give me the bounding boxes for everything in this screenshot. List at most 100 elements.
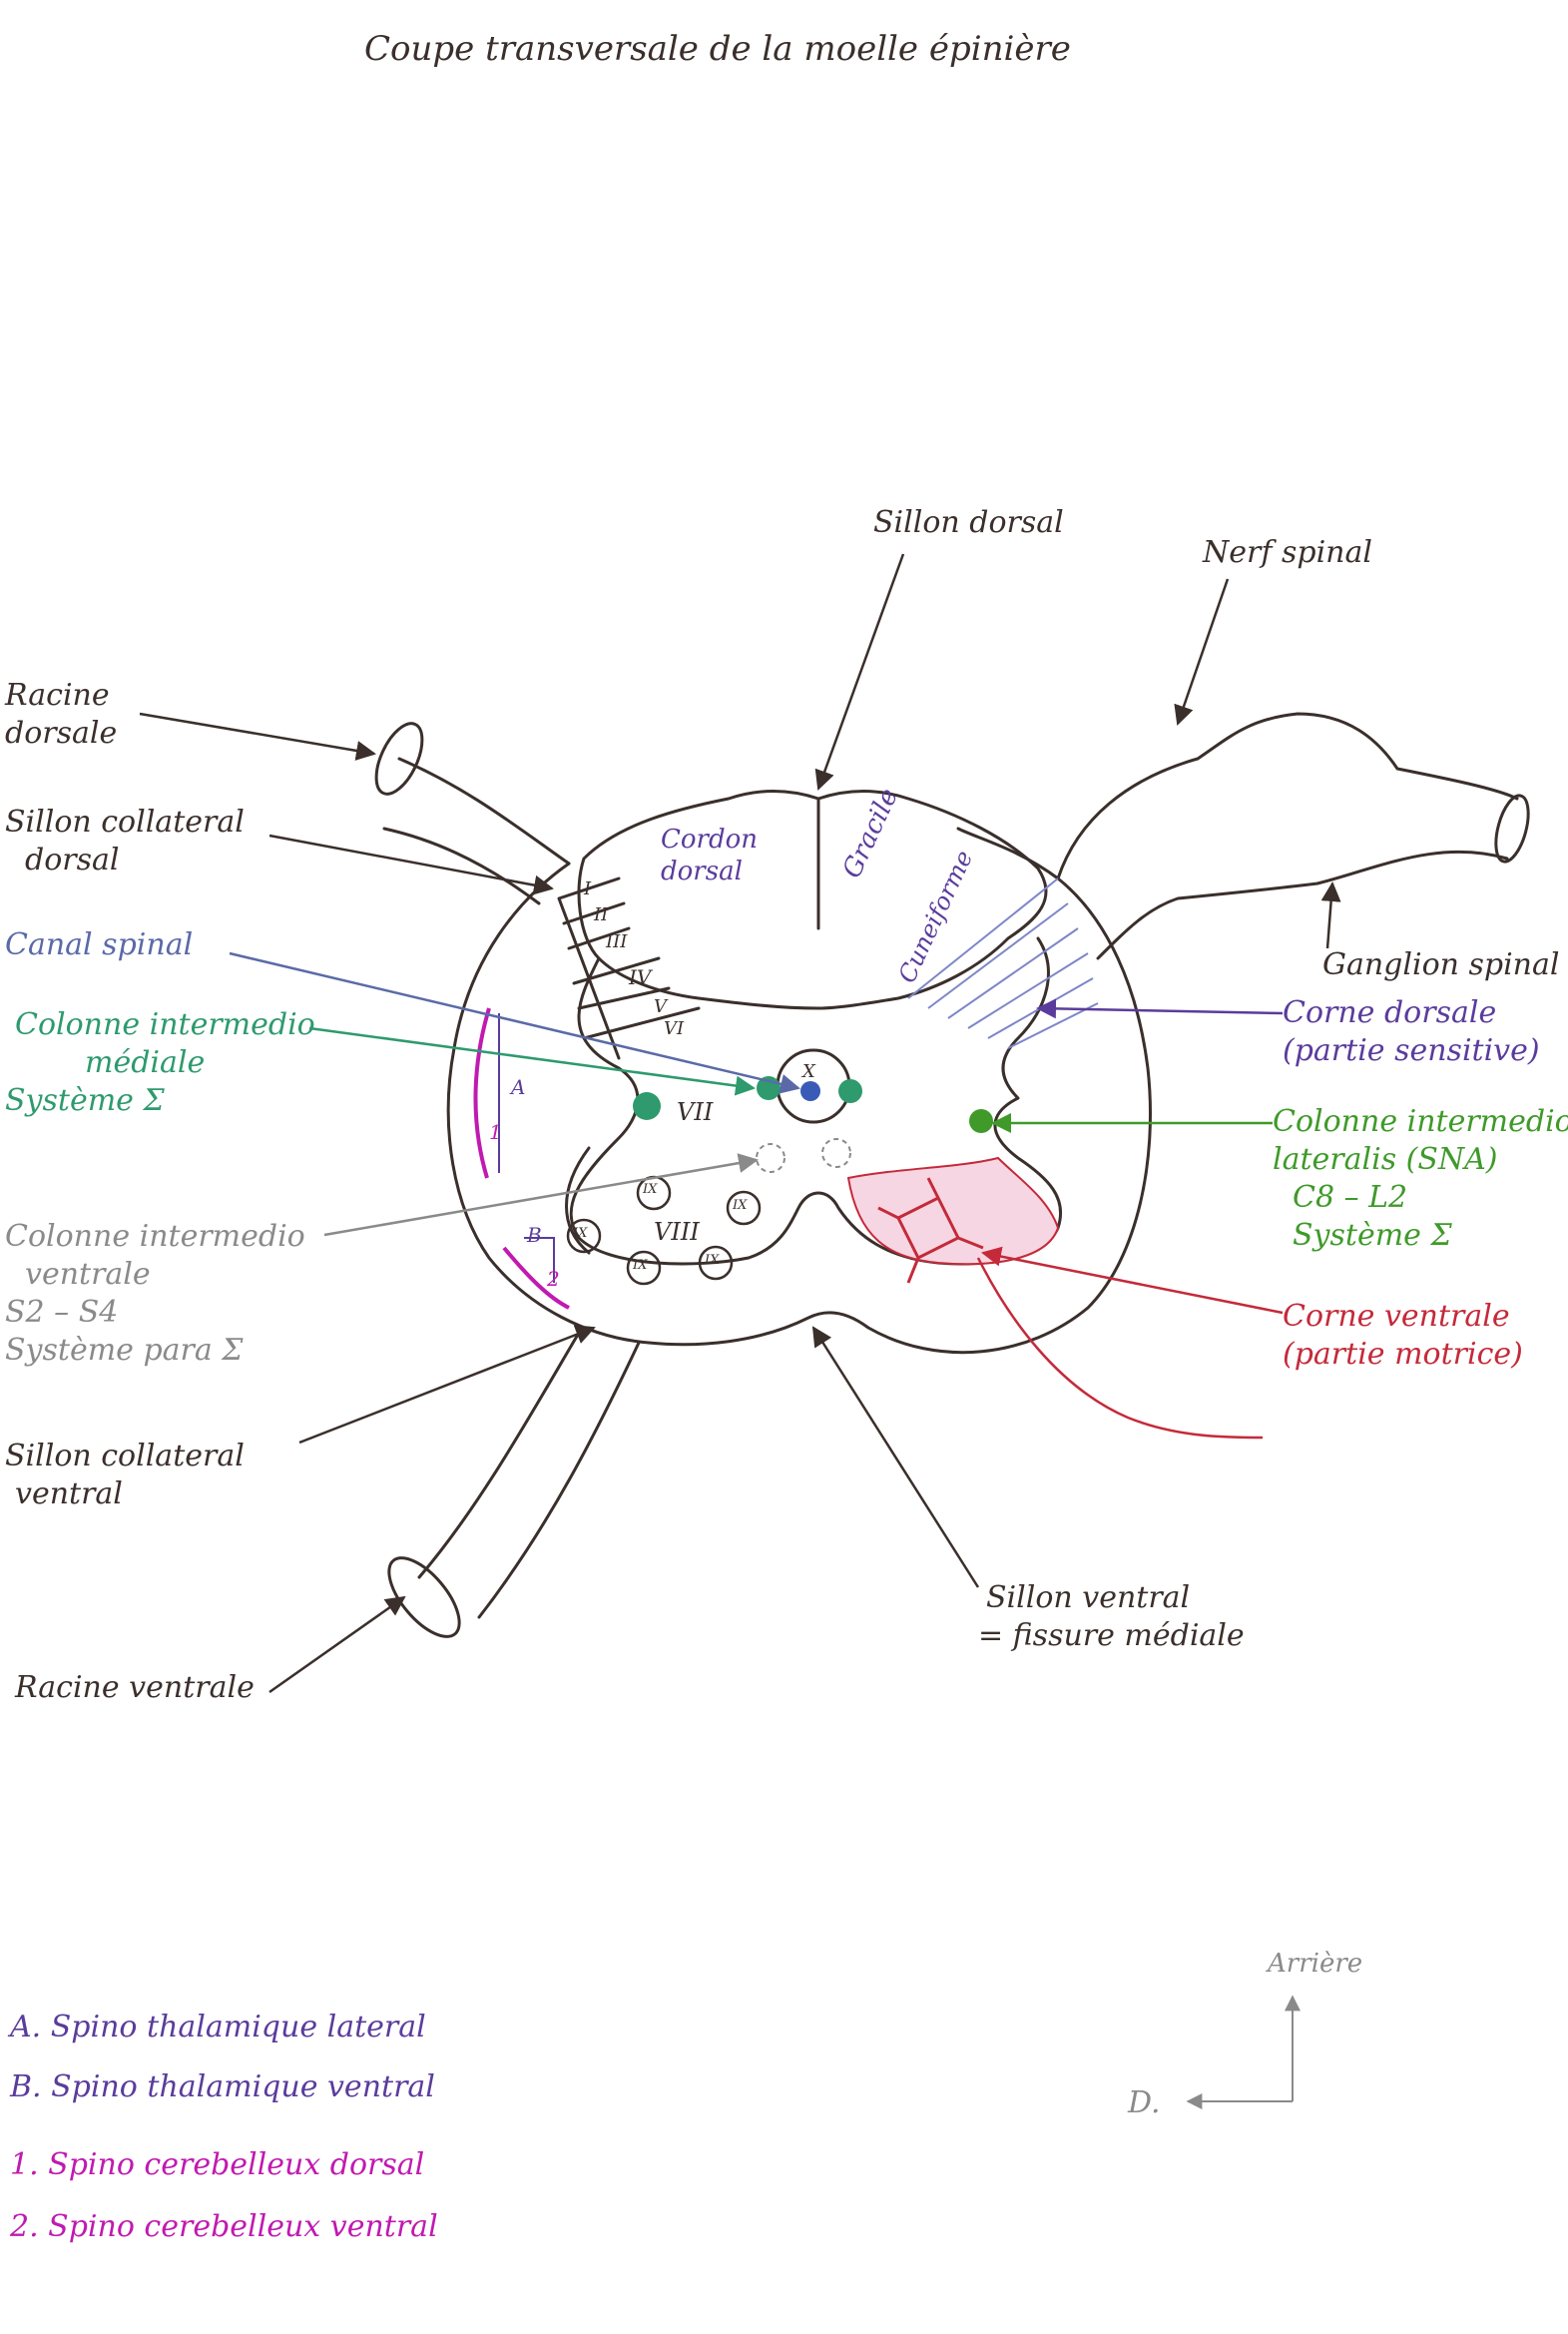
lamina-ix-label: IX bbox=[633, 1258, 648, 1273]
lamina-vii-label: VII bbox=[677, 1098, 714, 1126]
lamina-ix-circle bbox=[626, 1250, 662, 1286]
legend-b: B. Spino thalamique ventral bbox=[10, 2069, 435, 2104]
label-line: S2 – S4 bbox=[5, 1295, 119, 1330]
lamina-ix-label: IX bbox=[733, 1198, 748, 1213]
tract-1-arc bbox=[473, 1007, 491, 1179]
label-line: (partie sensitive) bbox=[1283, 1033, 1540, 1068]
label-racine-dorsale: Racine dorsale bbox=[5, 677, 117, 753]
ventral-root bbox=[417, 1331, 641, 1619]
label-colonne-intermedio-ventrale: Colonne intermedio ventrale S2 – S4 Syst… bbox=[5, 1218, 305, 1370]
intermedio-ventral-dot-right bbox=[821, 1138, 851, 1168]
lamina-v-label: V bbox=[654, 996, 667, 1017]
dorsal-horn-hatching bbox=[907, 877, 1099, 1049]
label-line: dorsal bbox=[25, 843, 120, 877]
intermedio-ventral-dot-left bbox=[756, 1143, 785, 1173]
tract-2-arc bbox=[502, 1246, 570, 1310]
lamina-ix-label: IX bbox=[705, 1253, 720, 1268]
label-line: Sillon collateral bbox=[5, 805, 245, 840]
dorsal-column-outline bbox=[577, 790, 1048, 1010]
legend-2: 2. Spino cerebelleux ventral bbox=[10, 2209, 438, 2244]
label-line: dorsale bbox=[5, 716, 118, 751]
label-line: Racine bbox=[5, 678, 110, 713]
arrow-racine-dorsale bbox=[139, 712, 376, 761]
label-nerf-spinal: Nerf spinal bbox=[1203, 535, 1372, 570]
tract-1-label: 1 bbox=[489, 1120, 502, 1144]
intermedio-medial-dot-center-right bbox=[838, 1079, 862, 1103]
lamina-ix-label: IX bbox=[573, 1226, 588, 1241]
intermedio-lateral-dot bbox=[969, 1109, 993, 1133]
label-sillon-dorsal: Sillon dorsal bbox=[873, 505, 1064, 540]
tract-2-label: 2 bbox=[547, 1267, 560, 1291]
lamina-ix-circle bbox=[566, 1218, 602, 1254]
arrow-nerf-spinal bbox=[1174, 578, 1230, 726]
arrow-sillon-collateral-ventral bbox=[298, 1325, 596, 1445]
ventral-horn-motor-area bbox=[846, 1156, 1060, 1266]
label-sillon-collateral-dorsal: Sillon collateral dorsal bbox=[5, 804, 245, 879]
label-line: Système Σ bbox=[1293, 1218, 1452, 1253]
lamina-ii-label: II bbox=[594, 904, 609, 925]
central-canal-dot bbox=[800, 1081, 820, 1101]
label-colonne-intermedio-mediale: Colonne intermedio médiale Système Σ bbox=[5, 1006, 315, 1120]
arrow-colonne-intermedio-mediale bbox=[308, 1026, 756, 1096]
dorsal-root bbox=[382, 757, 571, 905]
lamina-vi-label: VI bbox=[664, 1018, 685, 1039]
arrow-colonne-intermedio-ventrale bbox=[323, 1153, 759, 1237]
label-line: Colonne intermedio bbox=[5, 1219, 305, 1254]
arrow-sillon-collateral-dorsal bbox=[268, 834, 554, 895]
lamina-iv-label: IV bbox=[629, 965, 652, 989]
lamina-ix-label: IX bbox=[643, 1182, 658, 1197]
label-cordon-dorsal: Cordon dorsal bbox=[661, 824, 758, 887]
label-line: Colonne intermedio bbox=[1273, 1104, 1568, 1139]
label-line: = fissure médiale bbox=[978, 1618, 1245, 1653]
label-line: Corne dorsale bbox=[1283, 995, 1497, 1030]
label-line: Système Σ bbox=[5, 1083, 165, 1118]
label-line: Corne ventrale bbox=[1283, 1299, 1510, 1334]
arrow-sillon-dorsal bbox=[814, 553, 905, 791]
orientation-up-label: Arrière bbox=[1268, 1949, 1363, 1979]
lamina-i-label: I bbox=[584, 878, 592, 899]
diagram-title: Coupe transversale de la moelle épinière bbox=[364, 29, 1071, 69]
motor-efferent-fibre bbox=[976, 1257, 1264, 1440]
arrow-corne-dorsale bbox=[1036, 998, 1284, 1019]
arrow-sillon-ventral bbox=[811, 1326, 980, 1588]
orientation-left-label: D. bbox=[1128, 2085, 1161, 2120]
label-ganglion-spinal: Ganglion spinal bbox=[1322, 947, 1560, 982]
lamina-ix-circle bbox=[698, 1245, 734, 1281]
label-sillon-ventral: Sillon ventral = fissure médiale bbox=[978, 1579, 1245, 1655]
label-line: ventrale bbox=[25, 1257, 151, 1292]
label-corne-dorsale: Corne dorsale (partie sensitive) bbox=[1283, 994, 1540, 1070]
spinal-nerve-end bbox=[1494, 794, 1530, 864]
arrow-ganglion-spinal bbox=[1320, 881, 1341, 949]
label-racine-ventrale: Racine ventrale bbox=[15, 1670, 255, 1705]
label-line: Sillon ventral bbox=[986, 1580, 1191, 1615]
tract-a-label: A bbox=[511, 1075, 526, 1099]
label-colonne-intermedio-lateralis: Colonne intermedio lateralis (SNA) C8 – … bbox=[1273, 1103, 1568, 1255]
arrow-racine-ventrale bbox=[268, 1595, 406, 1694]
arrow-corne-ventrale bbox=[981, 1246, 1284, 1315]
label-line: médiale bbox=[85, 1045, 206, 1080]
lamina-ix-circle bbox=[726, 1190, 762, 1226]
spinal-nerve bbox=[1056, 712, 1519, 960]
ventral-root-end bbox=[387, 1556, 461, 1638]
label-line: Sillon collateral bbox=[5, 1439, 245, 1473]
label-sillon-collateral-ventral: Sillon collateral ventral bbox=[5, 1438, 245, 1513]
label-canal-spinal: Canal spinal bbox=[5, 927, 194, 962]
spinal-cord-outline bbox=[446, 827, 1152, 1355]
legend-a: A. Spino thalamique lateral bbox=[10, 2010, 426, 2044]
grey-matter-outline bbox=[569, 936, 1063, 1266]
motor-neuron-star bbox=[877, 1177, 984, 1284]
left-ventral-horn bbox=[565, 1146, 591, 1255]
label-line: ventral bbox=[15, 1476, 123, 1511]
label-line: (partie motrice) bbox=[1283, 1337, 1523, 1372]
lamina-viii-label: VIII bbox=[654, 1218, 700, 1246]
lamina-iii-label: III bbox=[606, 931, 628, 952]
label-dorsal: dorsal bbox=[661, 857, 743, 886]
dorsal-root-end bbox=[374, 722, 424, 796]
legend-1: 1. Spino cerebelleux dorsal bbox=[10, 2147, 425, 2182]
label-corne-ventrale: Corne ventrale (partie motrice) bbox=[1283, 1298, 1523, 1374]
tract-b-label: B bbox=[527, 1223, 542, 1247]
lamina-x-label: X bbox=[802, 1061, 815, 1082]
label-line: C8 – L2 bbox=[1293, 1180, 1408, 1215]
tract-b-bracket bbox=[524, 1237, 555, 1283]
